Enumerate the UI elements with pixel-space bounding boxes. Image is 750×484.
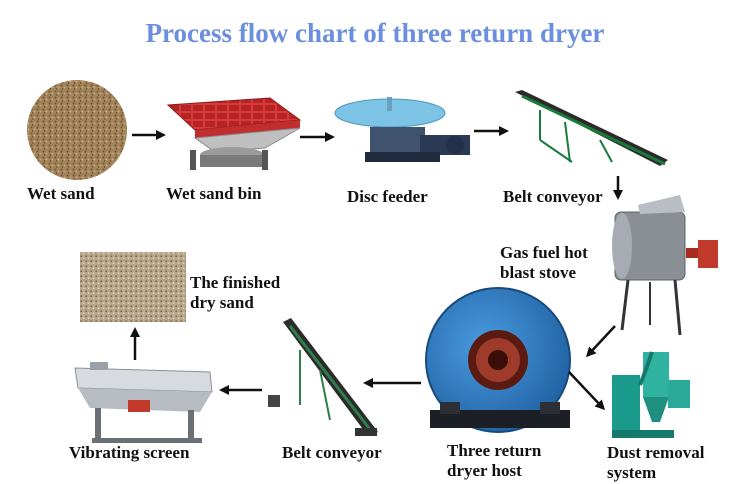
three-return-dryer-image: [425, 287, 571, 433]
finished-sand-image: [80, 252, 186, 322]
wet-sand-bin-image: [166, 97, 302, 170]
vibrating-screen-image: [74, 362, 213, 443]
flow-arrows: [130, 126, 623, 411]
label-wet-sand: Wet sand: [27, 184, 95, 203]
disc-feeder-image: [334, 97, 470, 162]
label-three-return-dryer: Three return dryer host: [447, 441, 542, 480]
label-wet-sand-bin: Wet sand bin: [166, 184, 262, 203]
label-belt-conveyor-2: Belt conveyor: [282, 443, 382, 462]
wet-sand-image: [27, 80, 127, 180]
label-vibrating-screen: Vibrating screen: [69, 443, 190, 462]
dust-removal-image: [612, 351, 690, 438]
label-dust-removal: Dust removal system: [607, 443, 705, 482]
arrow-stove-to-dryer: [585, 325, 616, 358]
belt-conveyor-2-image: [268, 318, 378, 436]
arrow-dryer-to-dust: [568, 371, 606, 411]
label-finished-sand: The finished dry sand: [190, 273, 281, 312]
gas-stove-image: [612, 195, 718, 336]
label-belt-conveyor-1: Belt conveyor: [503, 187, 603, 206]
chart-title: Process flow chart of three return dryer: [145, 18, 605, 48]
label-disc-feeder: Disc feeder: [347, 187, 428, 206]
belt-conveyor-1-image: [515, 90, 668, 166]
label-gas-stove: Gas fuel hot blast stove: [500, 243, 588, 282]
